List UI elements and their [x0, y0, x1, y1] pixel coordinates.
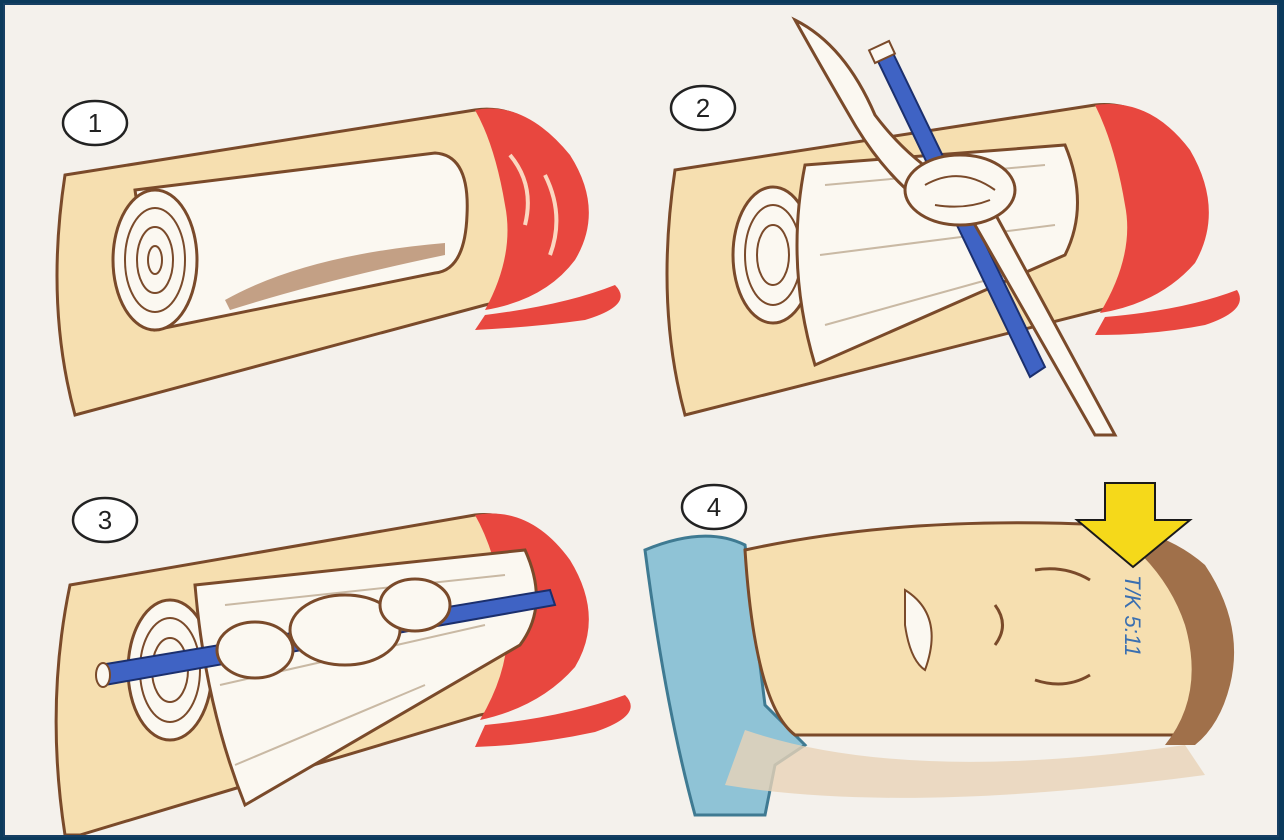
panel-3: 3 — [56, 498, 631, 835]
patient-face — [725, 523, 1234, 798]
panel-4-number: 4 — [707, 492, 721, 522]
forehead-mark: T/K 5:11 — [1120, 575, 1145, 657]
panel-4-number-badge: 4 — [682, 485, 746, 529]
tourniquet-steps-diagram: 1 2 — [5, 5, 1279, 837]
forehead-tk-text: T/K 5:11 — [1120, 575, 1145, 657]
panel-4: 4 T/K 5:11 — [645, 483, 1234, 815]
panel-2-number: 2 — [696, 93, 710, 123]
panel-3-number-badge: 3 — [73, 498, 137, 542]
panel-3-number: 3 — [98, 505, 112, 535]
panel-1: 1 — [57, 101, 621, 415]
illustration-frame: 1 2 — [3, 3, 1279, 837]
panel-2: 2 — [667, 20, 1240, 435]
panel-2-number-badge: 2 — [671, 86, 735, 130]
panel-1-number-badge: 1 — [63, 101, 127, 145]
panel-1-number: 1 — [88, 108, 102, 138]
